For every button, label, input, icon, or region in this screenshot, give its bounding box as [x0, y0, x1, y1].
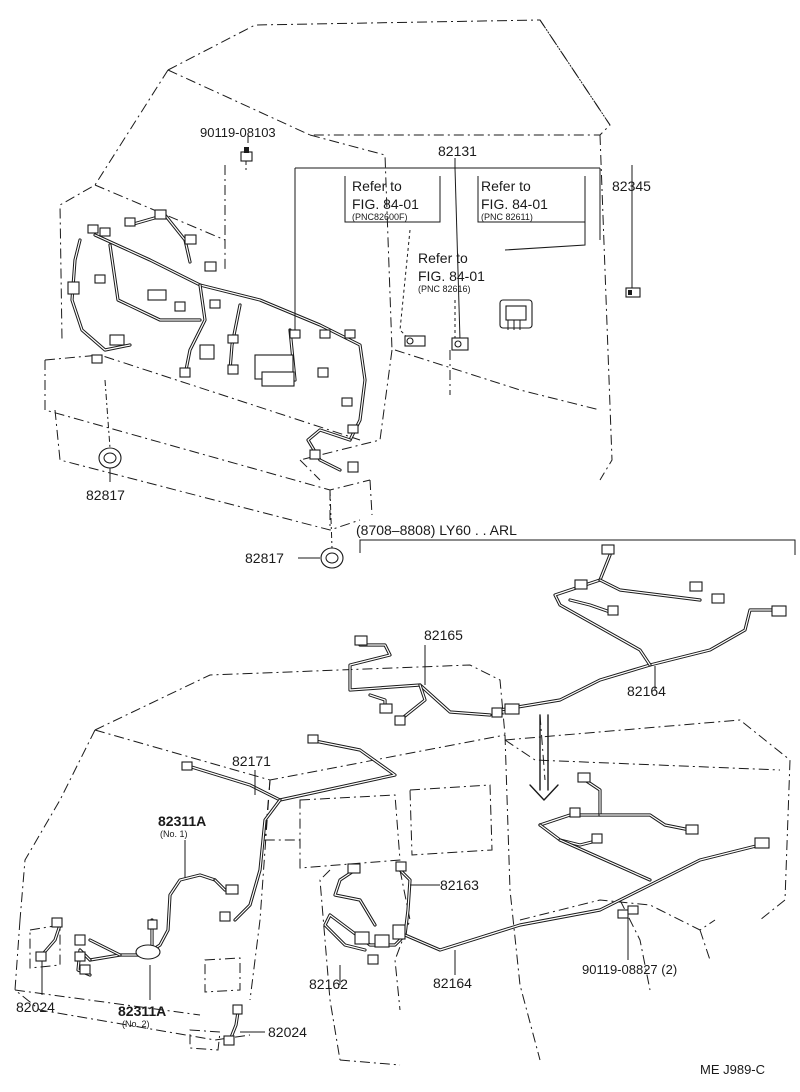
refer1-line1: Refer to [352, 178, 402, 194]
rear-floor-wire [538, 772, 699, 882]
refer1-line2: FIG. 84-01 [352, 196, 419, 212]
label-82024-right: 82024 [268, 1024, 307, 1040]
bolt-90119-08103 [240, 136, 253, 170]
leader-82131 [294, 158, 633, 341]
grommet-82817-upper [98, 379, 122, 482]
label-bolt-90119-08103: 90119-08103 [200, 125, 276, 140]
label-82024-left: 82024 [16, 999, 55, 1015]
label-figure-code: ME J989-C [700, 1062, 765, 1077]
refer3-line1: Refer to [418, 250, 468, 266]
floor-wires-82162-82163 [323, 837, 770, 985]
grommet-82817-lower [298, 489, 344, 569]
label-82817-lower: 82817 [245, 550, 284, 566]
model-range-bracket [359, 539, 796, 555]
label-90119-08827: 90119-08827 (2) [582, 962, 677, 977]
label-82164-lower: 82164 [433, 975, 472, 991]
lamp-wire-82024-left [35, 917, 63, 995]
label-82311a-no2-sub: (No. 2) [122, 1019, 150, 1029]
door-wire-82311a [74, 840, 239, 1000]
label-82345: 82345 [612, 178, 651, 194]
refer2-line2: FIG. 84-01 [481, 196, 548, 212]
refer2-line3: (PNC 82611) [481, 212, 533, 222]
label-82171: 82171 [232, 753, 271, 769]
label-model-range: (8708–8808) LY60 . . ARL [356, 522, 517, 538]
roof-wire-82171 [181, 734, 397, 922]
main-harness-connectors [67, 209, 359, 473]
pnc82600f-part [404, 335, 426, 347]
label-82817-upper: 82817 [86, 487, 125, 503]
label-82162: 82162 [309, 976, 348, 992]
lower-vehicle-outline [14, 664, 791, 1066]
label-82311a-no1-sub: (No. 1) [160, 829, 188, 839]
label-82164-upper: 82164 [627, 683, 666, 699]
refer3-line3: (PNC 82616) [418, 284, 471, 294]
main-harness-82131 [70, 213, 367, 472]
refer1-line3: (PNC82600F) [352, 212, 408, 222]
refer2-line1: Refer to [481, 178, 531, 194]
frame-wire-82164-upper [491, 544, 787, 718]
lamp-wire-82024-right [223, 1004, 265, 1046]
label-82311a-no2: 82311A [118, 1003, 166, 1019]
guide-arrow [529, 714, 559, 801]
frame-wire-82165 [348, 635, 492, 726]
pnc82616-part [451, 337, 469, 351]
pnc82611-part [499, 299, 533, 330]
label-82163: 82163 [440, 877, 479, 893]
label-82131: 82131 [438, 143, 477, 159]
label-82165: 82165 [424, 627, 463, 643]
label-82311a-no1: 82311A [158, 813, 206, 829]
refer3-line2: FIG. 84-01 [418, 268, 485, 284]
clamp-bolts-90119-08827 [617, 905, 639, 960]
upper-cab-outline [44, 19, 613, 531]
relay-82345-part [625, 287, 641, 298]
